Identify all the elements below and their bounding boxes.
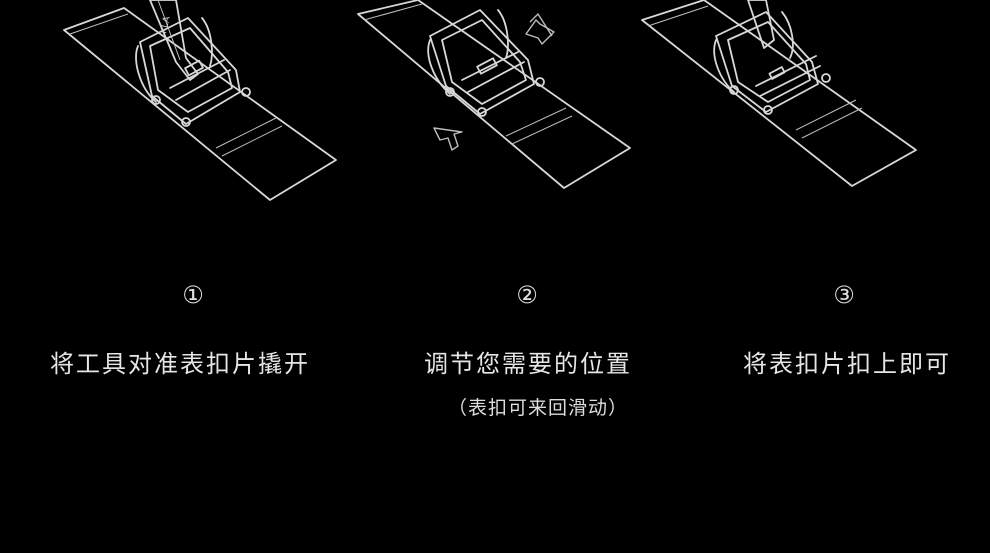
watch-clasp-slide-arrows-icon [357, 0, 631, 189]
watch-clasp-pry-tool-icon: KLA [63, 0, 337, 201]
step-number-3: ③ [833, 281, 855, 309]
step-caption-2: 调节您需要的位置 [424, 350, 632, 378]
watch-clasp-closed-icon [641, 0, 917, 187]
step-caption-3: 将表扣片扣上即可 [743, 350, 951, 378]
step-number-2: ② [516, 281, 538, 309]
step-3: ③ 将表扣片扣上即可 [630, 0, 990, 553]
step-number-1: ① [182, 281, 204, 309]
step-subcaption-2: （表扣可来回滑动） [447, 397, 628, 419]
step-1: KLA ① 将工具对准表扣片撬开 [0, 0, 337, 553]
tool-brand-text: KLA [159, 15, 173, 35]
step-2: ② 调节您需要的位置 （表扣可来回滑动） [330, 0, 660, 553]
step-caption-1: 将工具对准表扣片撬开 [50, 350, 310, 378]
